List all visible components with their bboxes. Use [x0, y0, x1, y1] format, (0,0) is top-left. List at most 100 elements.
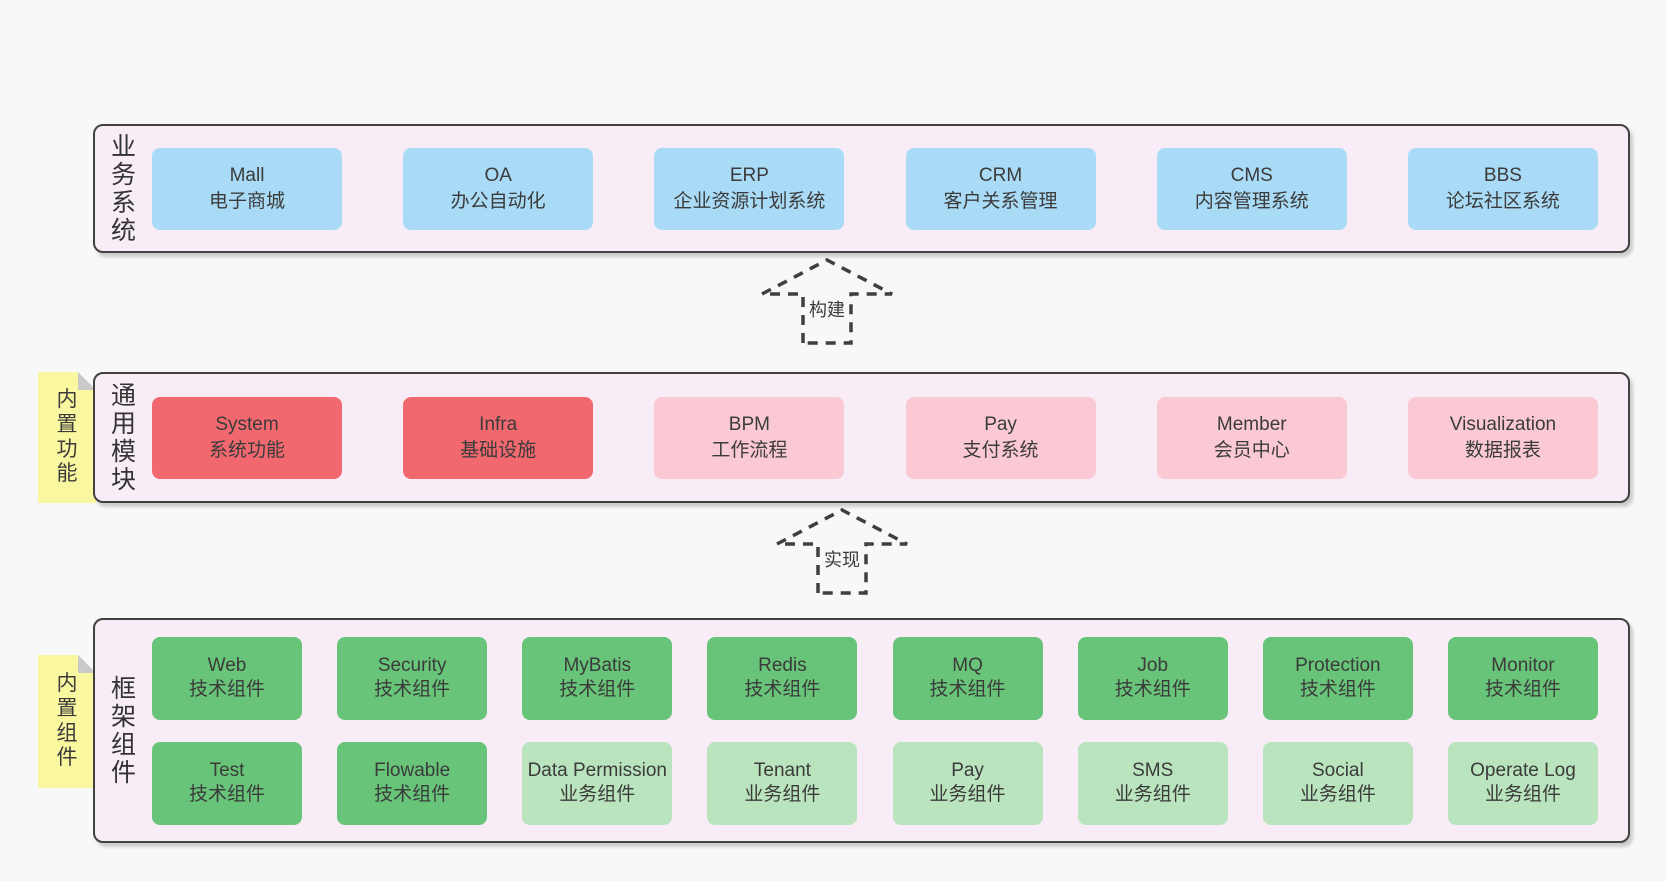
- business-panel-label: 业务系统: [110, 132, 136, 245]
- box-job: Job 技术组件: [1077, 636, 1228, 720]
- box-sub: 技术组件: [374, 784, 451, 805]
- box-pay-module: Pay 支付系统: [905, 396, 1096, 479]
- box-sub: 支付系统: [962, 439, 1039, 461]
- box-sub: 业务组件: [744, 784, 821, 805]
- box-mq: MQ 技术组件: [892, 636, 1043, 720]
- box-name: Flowable: [374, 760, 451, 782]
- box-name: Social: [1311, 760, 1364, 782]
- box-sub: 技术组件: [744, 679, 821, 700]
- box-security: Security 技术组件: [337, 636, 488, 720]
- box-infra: Infra 基础设施: [403, 396, 594, 479]
- framework-components-panel: 框架组件 Web 技术组件 Security 技术组件 MyBatis 技术组件…: [93, 618, 1630, 843]
- box-sub: 技术组件: [374, 679, 451, 700]
- box-sub: 基础设施: [460, 439, 537, 461]
- box-sub: 业务组件: [929, 784, 1006, 805]
- business-systems-panel: 业务系统 Mall 电子商城 OA 办公自动化 ERP 企业资源计划系统 CRM…: [93, 124, 1630, 253]
- modules-panel-label-col: 通用模块: [95, 374, 152, 501]
- box-sub: 系统功能: [208, 439, 285, 461]
- box-name: BPM: [728, 414, 770, 436]
- box-name: Visualization: [1449, 414, 1557, 436]
- box-name: Operate Log: [1470, 760, 1576, 782]
- box-name: Web: [207, 655, 247, 677]
- box-name: Protection: [1295, 655, 1381, 677]
- modules-boxes-row: System 系统功能 Infra 基础设施 BPM 工作流程 Pay 支付系统…: [152, 374, 1628, 501]
- box-name: MQ: [952, 655, 983, 677]
- box-sub: 办公自动化: [450, 190, 546, 212]
- box-test: Test 技术组件: [152, 741, 302, 825]
- builtin-features-tab-label: 内置功能: [56, 387, 78, 486]
- box-member: Member 会员中心: [1156, 396, 1347, 479]
- builtin-features-tab: 内置功能: [38, 372, 96, 503]
- box-system: System 系统功能: [152, 396, 342, 479]
- box-name: Member: [1216, 414, 1287, 436]
- box-name: CMS: [1230, 165, 1273, 187]
- box-name: BBS: [1483, 165, 1522, 187]
- box-web: Web 技术组件: [152, 636, 302, 720]
- box-name: System: [215, 414, 279, 436]
- box-sms: SMS 业务组件: [1077, 741, 1228, 825]
- box-bpm: BPM 工作流程: [654, 396, 845, 479]
- box-name: MyBatis: [563, 655, 632, 677]
- box-sub: 技术组件: [929, 679, 1006, 700]
- box-flowable: Flowable 技术组件: [337, 741, 488, 825]
- box-name: Mall: [229, 165, 265, 187]
- builtin-components-tab-label: 内置组件: [56, 671, 78, 770]
- box-redis: Redis 技术组件: [707, 636, 858, 720]
- build-arrow: 构建: [757, 256, 897, 346]
- box-tenant: Tenant 业务组件: [707, 741, 858, 825]
- builtin-components-tab: 内置组件: [38, 655, 96, 788]
- box-name: Test: [209, 760, 245, 782]
- framework-row-2: Test 技术组件 Flowable 技术组件 Data Permission …: [152, 741, 1598, 825]
- box-protection: Protection 技术组件: [1262, 636, 1413, 720]
- box-sub: 数据报表: [1464, 439, 1541, 461]
- up-arrow-icon: [776, 508, 908, 595]
- box-name: Pay: [951, 760, 984, 782]
- box-crm: CRM 客户关系管理: [905, 147, 1096, 230]
- box-erp: ERP 企业资源计划系统: [654, 147, 845, 230]
- box-sub: 业务组件: [559, 784, 636, 805]
- framework-panel-label-col: 框架组件: [95, 620, 152, 841]
- box-sub: 内容管理系统: [1194, 190, 1309, 212]
- box-sub: 业务组件: [1299, 784, 1376, 805]
- framework-panel-label: 框架组件: [110, 674, 136, 787]
- common-modules-panel: 通用模块 System 系统功能 Infra 基础设施 BPM 工作流程 Pay…: [93, 372, 1630, 503]
- box-name: OA: [484, 165, 512, 187]
- box-sub: 业务组件: [1114, 784, 1191, 805]
- box-sub: 客户关系管理: [943, 190, 1058, 212]
- box-sub: 电子商城: [208, 190, 285, 212]
- box-sub: 技术组件: [1484, 679, 1561, 700]
- box-oa: OA 办公自动化: [403, 147, 594, 230]
- up-arrow-icon: [761, 258, 893, 345]
- box-name: Data Permission: [527, 760, 667, 782]
- box-sub: 论坛社区系统: [1445, 190, 1560, 212]
- box-name: Monitor: [1491, 655, 1555, 677]
- box-sub: 企业资源计划系统: [673, 190, 826, 212]
- box-name: Job: [1137, 655, 1169, 677]
- box-sub: 工作流程: [711, 439, 788, 461]
- framework-row-1: Web 技术组件 Security 技术组件 MyBatis 技术组件 Redi…: [152, 636, 1598, 720]
- business-panel-label-col: 业务系统: [95, 126, 152, 251]
- box-sub: 业务组件: [1484, 784, 1561, 805]
- box-name: CRM: [978, 165, 1023, 187]
- box-mybatis: MyBatis 技术组件: [522, 636, 673, 720]
- box-visualization: Visualization 数据报表: [1407, 396, 1598, 479]
- box-name: Infra: [479, 414, 518, 436]
- build-arrow-label: 构建: [809, 300, 845, 320]
- box-sub: 技术组件: [188, 784, 265, 805]
- box-monitor: Monitor 技术组件: [1447, 636, 1598, 720]
- framework-boxes-grid: Web 技术组件 Security 技术组件 MyBatis 技术组件 Redi…: [152, 620, 1628, 841]
- box-name: Pay: [984, 414, 1017, 436]
- box-name: SMS: [1132, 760, 1174, 782]
- box-sub: 技术组件: [1114, 679, 1191, 700]
- modules-panel-label: 通用模块: [110, 381, 136, 494]
- box-sub: 技术组件: [559, 679, 636, 700]
- implement-arrow-label: 实现: [824, 550, 860, 570]
- box-mall: Mall 电子商城: [152, 147, 342, 230]
- box-name: Tenant: [753, 760, 811, 782]
- implement-arrow: 实现: [772, 506, 912, 596]
- box-sub: 会员中心: [1213, 439, 1290, 461]
- box-social: Social 业务组件: [1262, 741, 1413, 825]
- business-boxes-row: Mall 电子商城 OA 办公自动化 ERP 企业资源计划系统 CRM 客户关系…: [152, 126, 1628, 251]
- box-bbs: BBS 论坛社区系统: [1407, 147, 1598, 230]
